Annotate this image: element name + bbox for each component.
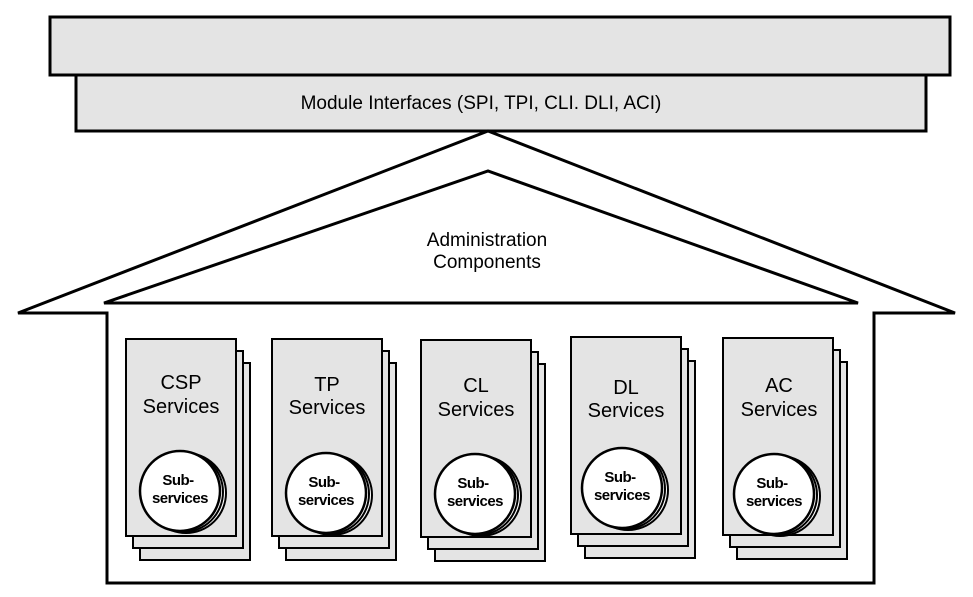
subservice-disc-1 — [580, 446, 664, 530]
subservice-label-line1: Sub- — [457, 475, 489, 492]
service-label-line2: Services — [741, 399, 818, 421]
service-label-line1: DL — [613, 377, 639, 399]
service-stacks: CSP Services Sub- services TP Services S… — [125, 336, 848, 562]
service-stack-ac: AC Services Sub- services — [722, 337, 848, 560]
top-bar — [48, 15, 952, 77]
service-stack-cl: CL Services Sub- services — [420, 339, 546, 562]
module-interfaces-label: Module Interfaces (SPI, TPI, CLI. DLI, A… — [301, 93, 662, 114]
subservice-label-line2: services — [594, 487, 650, 504]
subservice-disc-1 — [138, 449, 222, 533]
service-stack-dl: DL Services Sub- services — [570, 336, 696, 559]
service-stack-csp: CSP Services Sub- services — [125, 338, 251, 561]
subservice-disc-1 — [732, 452, 816, 536]
subservice-label-line2: services — [447, 493, 503, 510]
subservice-disc-1 — [433, 452, 517, 536]
service-stack-tp: TP Services Sub- services — [271, 338, 397, 561]
service-label-line2: Services — [143, 396, 220, 418]
subservice-label-line2: services — [152, 490, 208, 507]
service-label-line1: TP — [314, 374, 340, 396]
service-label-line1: AC — [765, 375, 793, 397]
module-interfaces-bar — [74, 73, 928, 133]
service-label-line1: CSP — [160, 372, 201, 394]
service-label-line2: Services — [289, 397, 366, 419]
service-label-line1: CL — [463, 375, 489, 397]
subservice-label-line1: Sub- — [756, 475, 788, 492]
inner-roof — [103, 169, 859, 305]
service-label-line2: Services — [438, 399, 515, 421]
administration-label-line2: Components — [433, 252, 541, 273]
subservice-disc-1 — [284, 451, 368, 535]
administration-label-line1: Administration — [427, 230, 547, 251]
subservice-label-line2: services — [746, 493, 802, 510]
subservice-label-line1: Sub- — [604, 469, 636, 486]
service-label-line2: Services — [588, 400, 665, 422]
subservice-label-line1: Sub- — [162, 472, 194, 489]
subservice-label-line2: services — [298, 492, 354, 509]
subservice-label-line1: Sub- — [308, 474, 340, 491]
